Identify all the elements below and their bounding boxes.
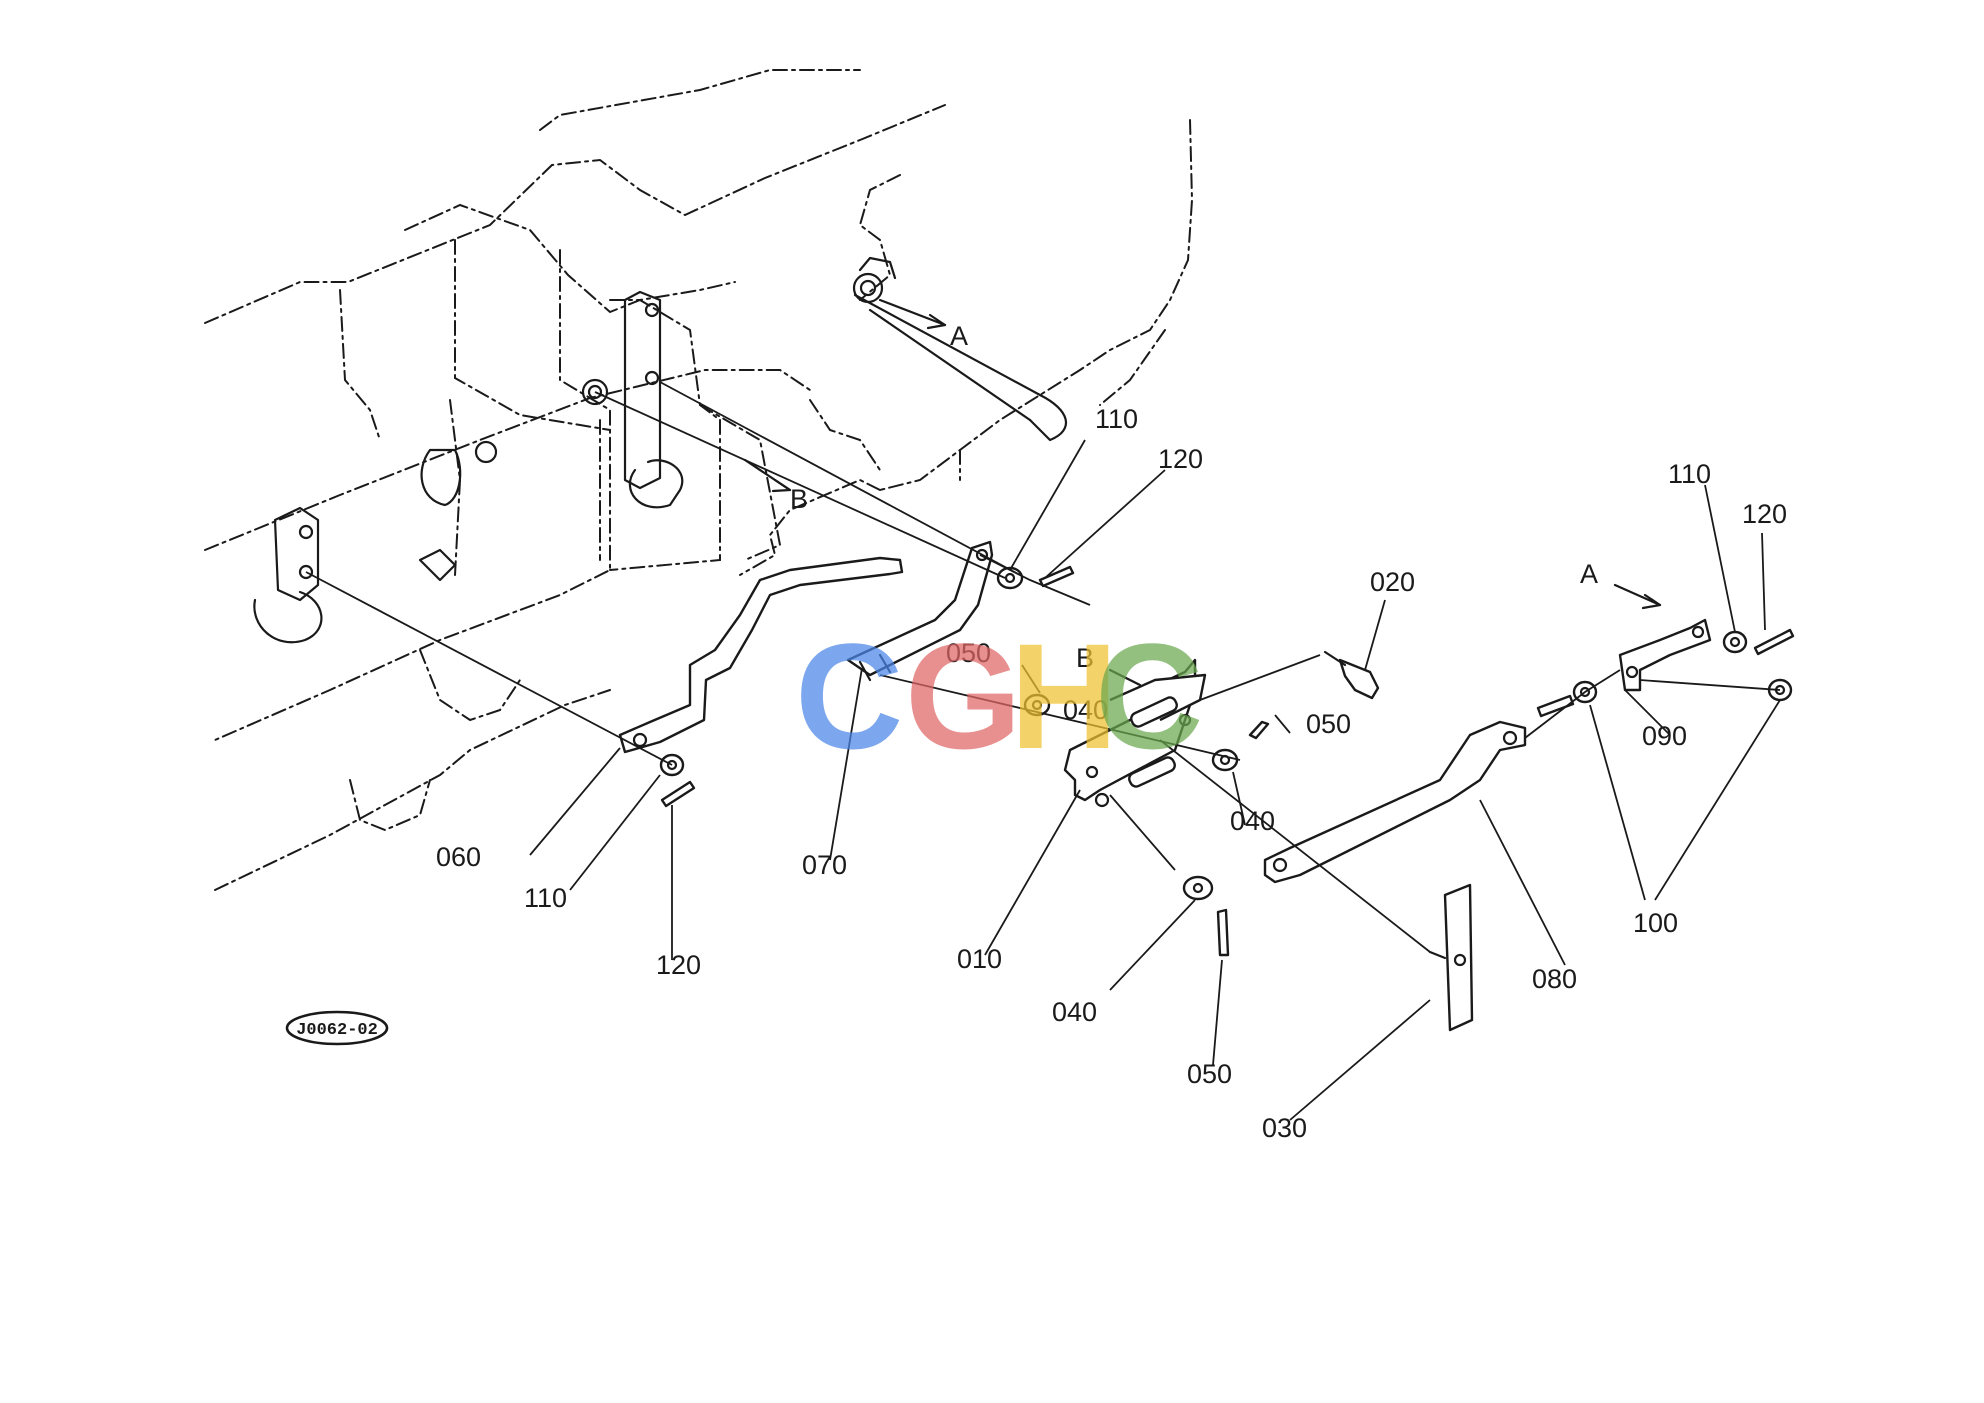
view-marker-a-parts: A (1580, 559, 1598, 589)
callout-110-right: 110 (1668, 459, 1711, 489)
assembly-lines (305, 381, 1781, 953)
diagram-code-badge: J0062-02 (285, 1010, 389, 1046)
callout-020: 020 (1370, 567, 1415, 597)
callout-040-bottom: 040 (1052, 997, 1097, 1027)
view-marker-b-parts: B (1076, 643, 1094, 673)
callout-110-top: 110 (1095, 404, 1138, 434)
callout-030: 030 (1262, 1113, 1307, 1143)
callout-100: 100 (1633, 908, 1678, 938)
diagram-code: J0062-02 (296, 1021, 378, 1040)
part-070-lever (846, 540, 994, 682)
watermark-letter-2: G (905, 612, 1022, 780)
transmission-housing (204, 69, 1194, 891)
callout-080: 080 (1532, 964, 1577, 994)
part-060-shift-rod (618, 556, 904, 754)
callout-090: 090 (1642, 721, 1687, 751)
view-marker-a-housing: A (950, 321, 968, 351)
callout-040-mid: 040 (1230, 806, 1275, 836)
callout-labels: 110 120 020 110 120 050 040 050 040 090 … (436, 321, 1787, 1143)
callout-050-left: 050 (946, 638, 991, 668)
watermark-letter-4: C (1095, 612, 1203, 780)
part-030-knob (1428, 883, 1474, 1032)
view-marker-b-housing: B (790, 484, 808, 514)
callout-060: 060 (436, 842, 481, 872)
leader-lines (529, 439, 1781, 1121)
watermark-logo: C G H C (795, 612, 1203, 780)
callout-120-top: 120 (1158, 444, 1203, 474)
callout-070: 070 (802, 850, 847, 880)
housing-shift-levers (253, 256, 1068, 644)
callout-040-left: 040 (1063, 695, 1108, 725)
watermark-letter-1: C (795, 612, 903, 780)
watermark-letter-3: H (1010, 612, 1118, 780)
part-010-guide-plate (1063, 658, 1207, 808)
view-arrows (743, 298, 1662, 687)
callout-110-left: 110 (524, 883, 567, 913)
callout-120-right: 120 (1742, 499, 1787, 529)
callout-010: 010 (957, 944, 1002, 974)
callout-050-bottom: 050 (1187, 1059, 1232, 1089)
callout-050-right: 050 (1306, 709, 1351, 739)
part-090-bracket (1618, 618, 1712, 692)
callout-120-left: 120 (656, 950, 701, 980)
part-080-lever (1263, 720, 1527, 884)
part-020-bolt (1323, 650, 1380, 700)
